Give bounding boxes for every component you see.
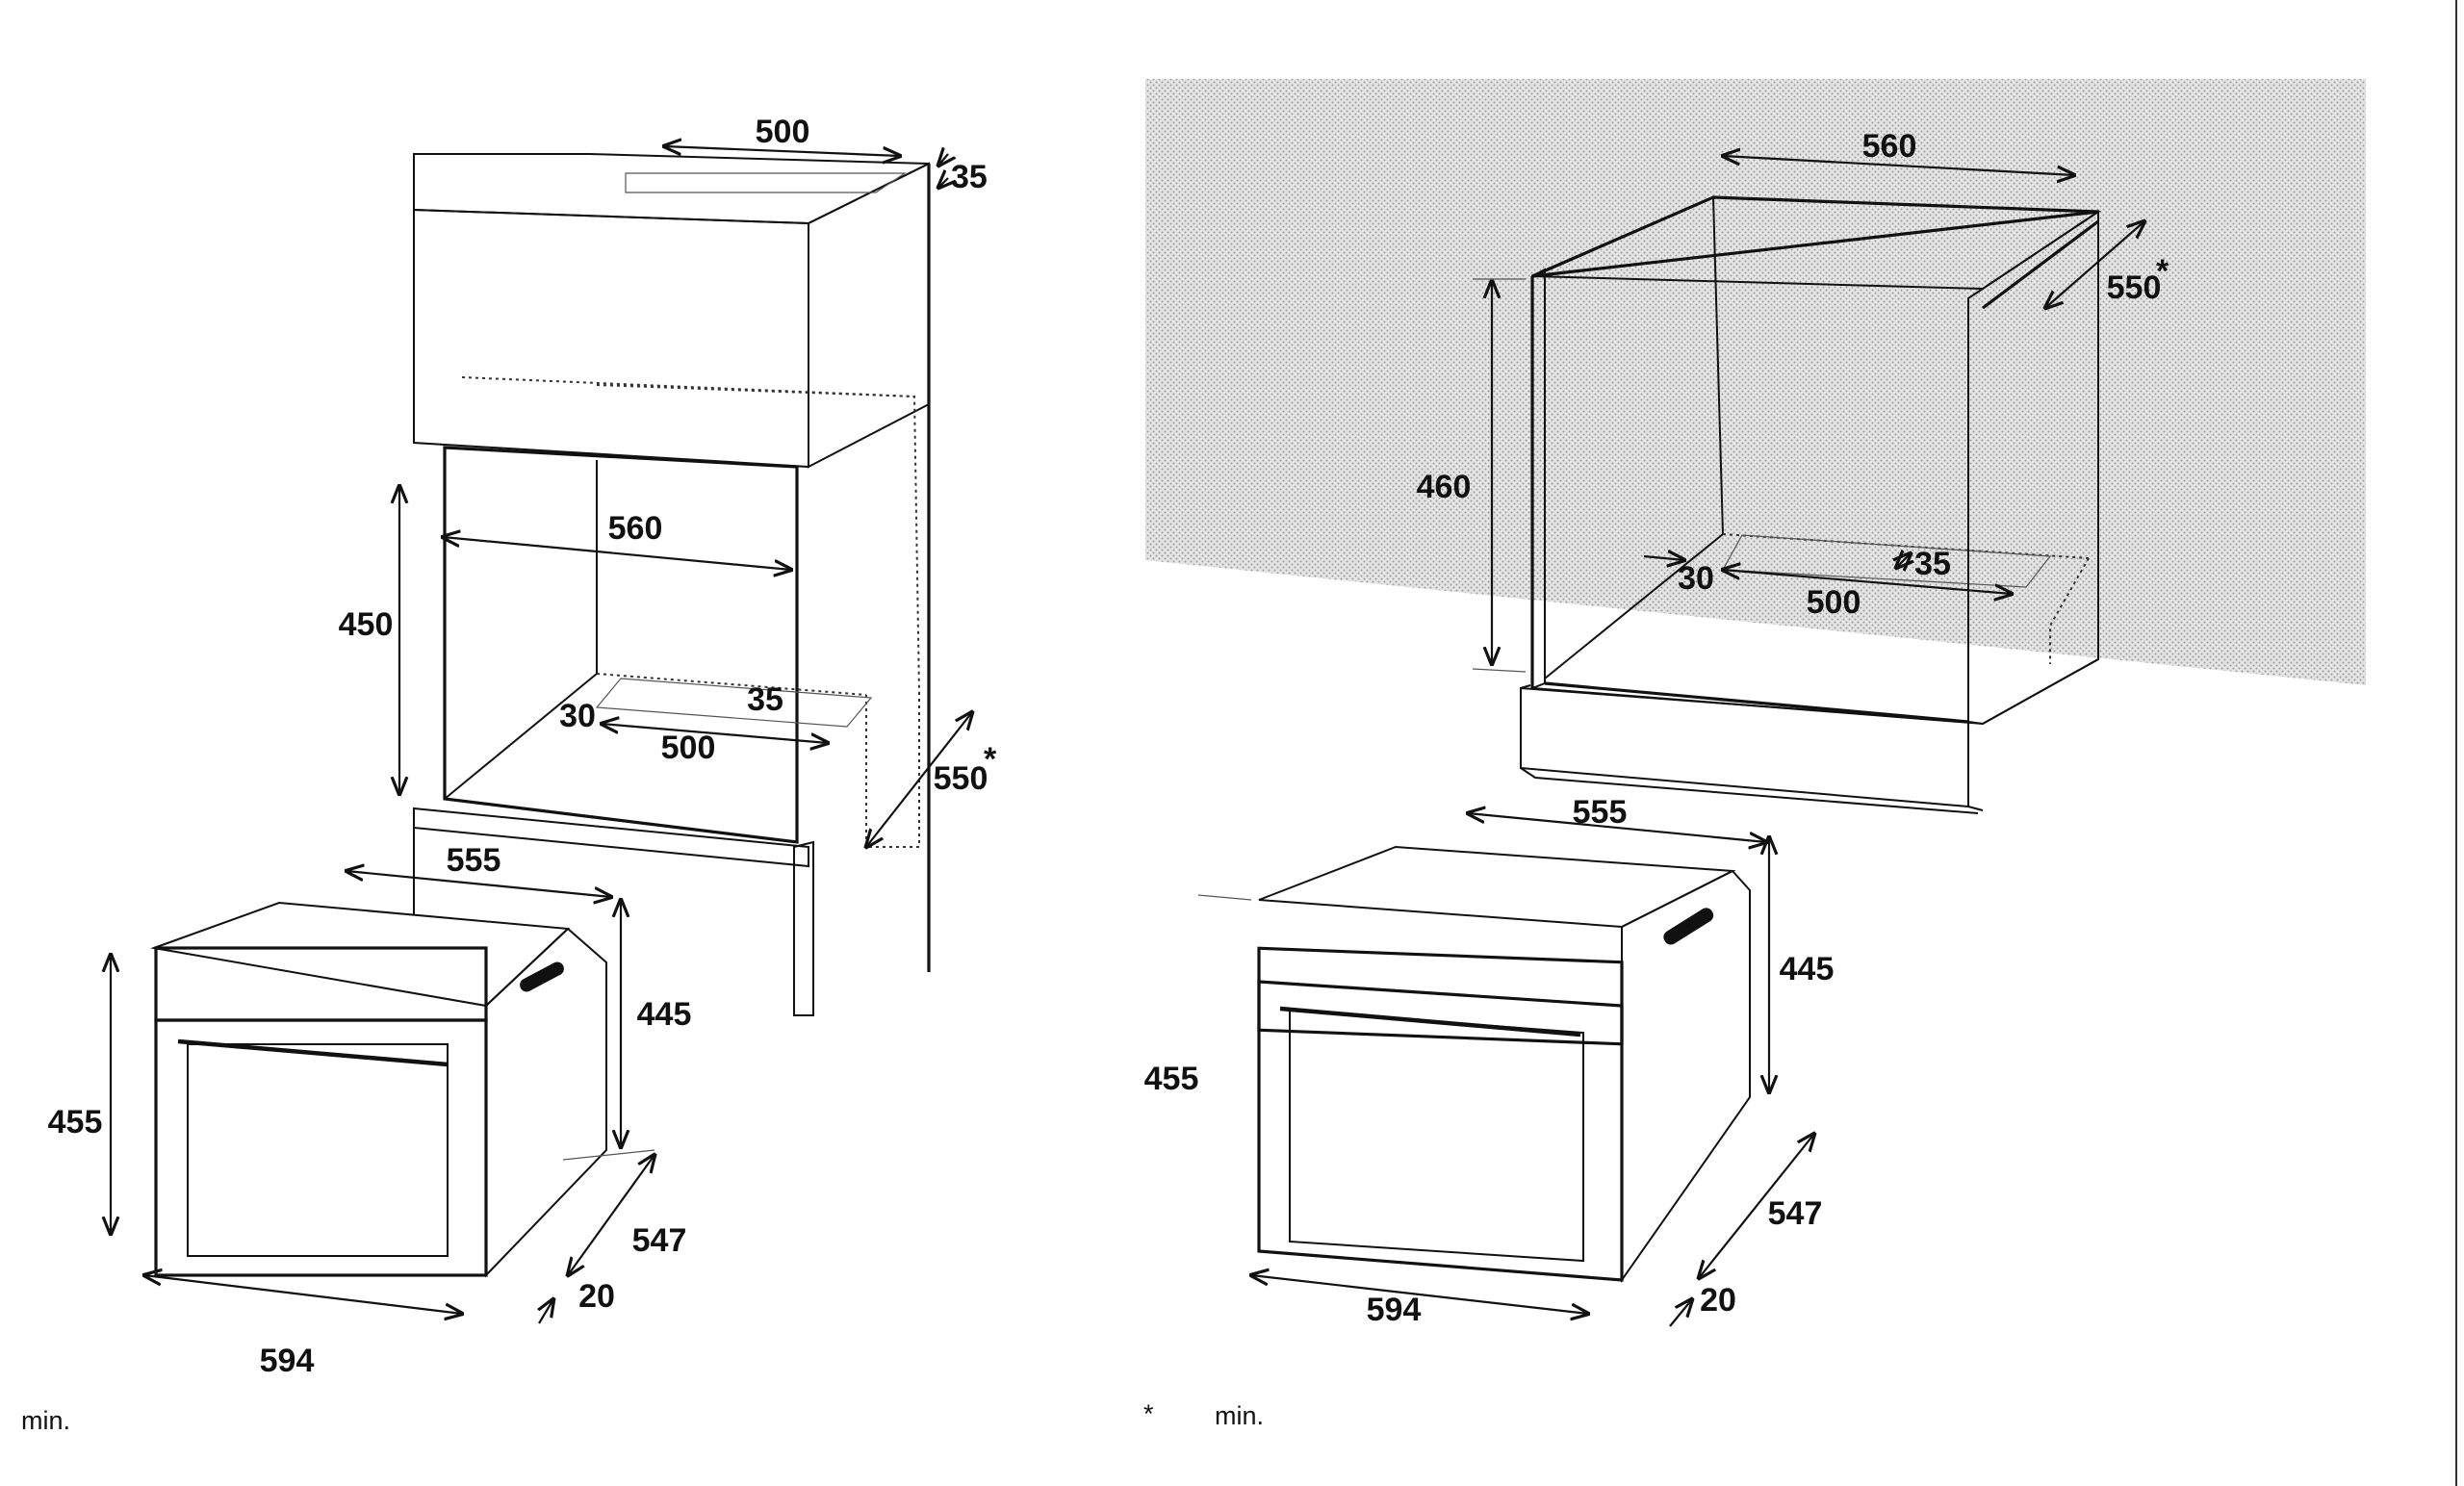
left-oven-width-top-label: 555: [447, 842, 501, 879]
left-floor-vent-depth-label: 35: [747, 681, 783, 718]
right-floor-vent-depth-label: 35: [1914, 546, 1951, 582]
right-footnote-asterisk: *: [1143, 1399, 1154, 1428]
left-footnote-min: min.: [21, 1406, 70, 1435]
right-dimension-lines: [1197, 156, 2144, 1327]
left-cavity-height-label: 450: [339, 606, 394, 643]
right-cabinet-depth-asterisk: *: [2156, 253, 2169, 290]
left-floor-vent-width-label: 500: [661, 730, 716, 766]
right-floor-vent-width-label: 500: [1807, 584, 1861, 621]
right-cavity-width-label: 560: [1862, 128, 1917, 165]
right-cavity-height-label: 460: [1417, 469, 1472, 505]
left-cabinet-top-box: [413, 153, 930, 469]
left-oven: [150, 901, 607, 1278]
right-oven-depth-label: 547: [1768, 1195, 1823, 1232]
right-front-thickness-label: 20: [1700, 1282, 1736, 1319]
left-cabinet-depth-asterisk: *: [984, 741, 997, 778]
right-cabinet: [1520, 195, 2102, 814]
right-wall-hatch: [1145, 79, 2366, 685]
right-oven-height-front-label: 455: [1144, 1061, 1199, 1097]
left-oven-height-body-label: 445: [637, 996, 692, 1033]
right-footnote-min: min.: [1215, 1401, 1264, 1430]
left-front-thickness-label: 20: [578, 1278, 615, 1315]
left-top-gap-label: 35: [951, 159, 988, 195]
left-side-panel: [793, 164, 931, 1016]
right-oven-width-front-label: 594: [1367, 1292, 1422, 1328]
right-diagram: 560 550 * 460 30 35 500 555 445 455 547 …: [1144, 79, 2366, 1328]
left-cabinet-top-width-label: 500: [756, 114, 810, 150]
left-cavity-width-label: 560: [608, 510, 663, 547]
right-cabinet-depth-label: 550: [2107, 269, 2162, 306]
left-oven-depth-label: 547: [632, 1222, 687, 1259]
left-cabinet-depth-label: 550: [934, 760, 988, 797]
right-oven-width-top-label: 555: [1573, 794, 1628, 831]
left-oven-width-front-label: 594: [260, 1343, 315, 1379]
right-oven: [1257, 845, 1751, 1284]
left-floor-gap-label: 30: [559, 698, 596, 734]
left-dimension-lines: [111, 146, 972, 1324]
right-floor-gap-label: 30: [1678, 560, 1714, 597]
left-oven-height-front-label: 455: [48, 1104, 103, 1140]
left-diagram: 500 35 560 450 30 35 500 550 * 555 445 4…: [48, 114, 997, 1379]
right-oven-height-body-label: 445: [1780, 951, 1835, 987]
